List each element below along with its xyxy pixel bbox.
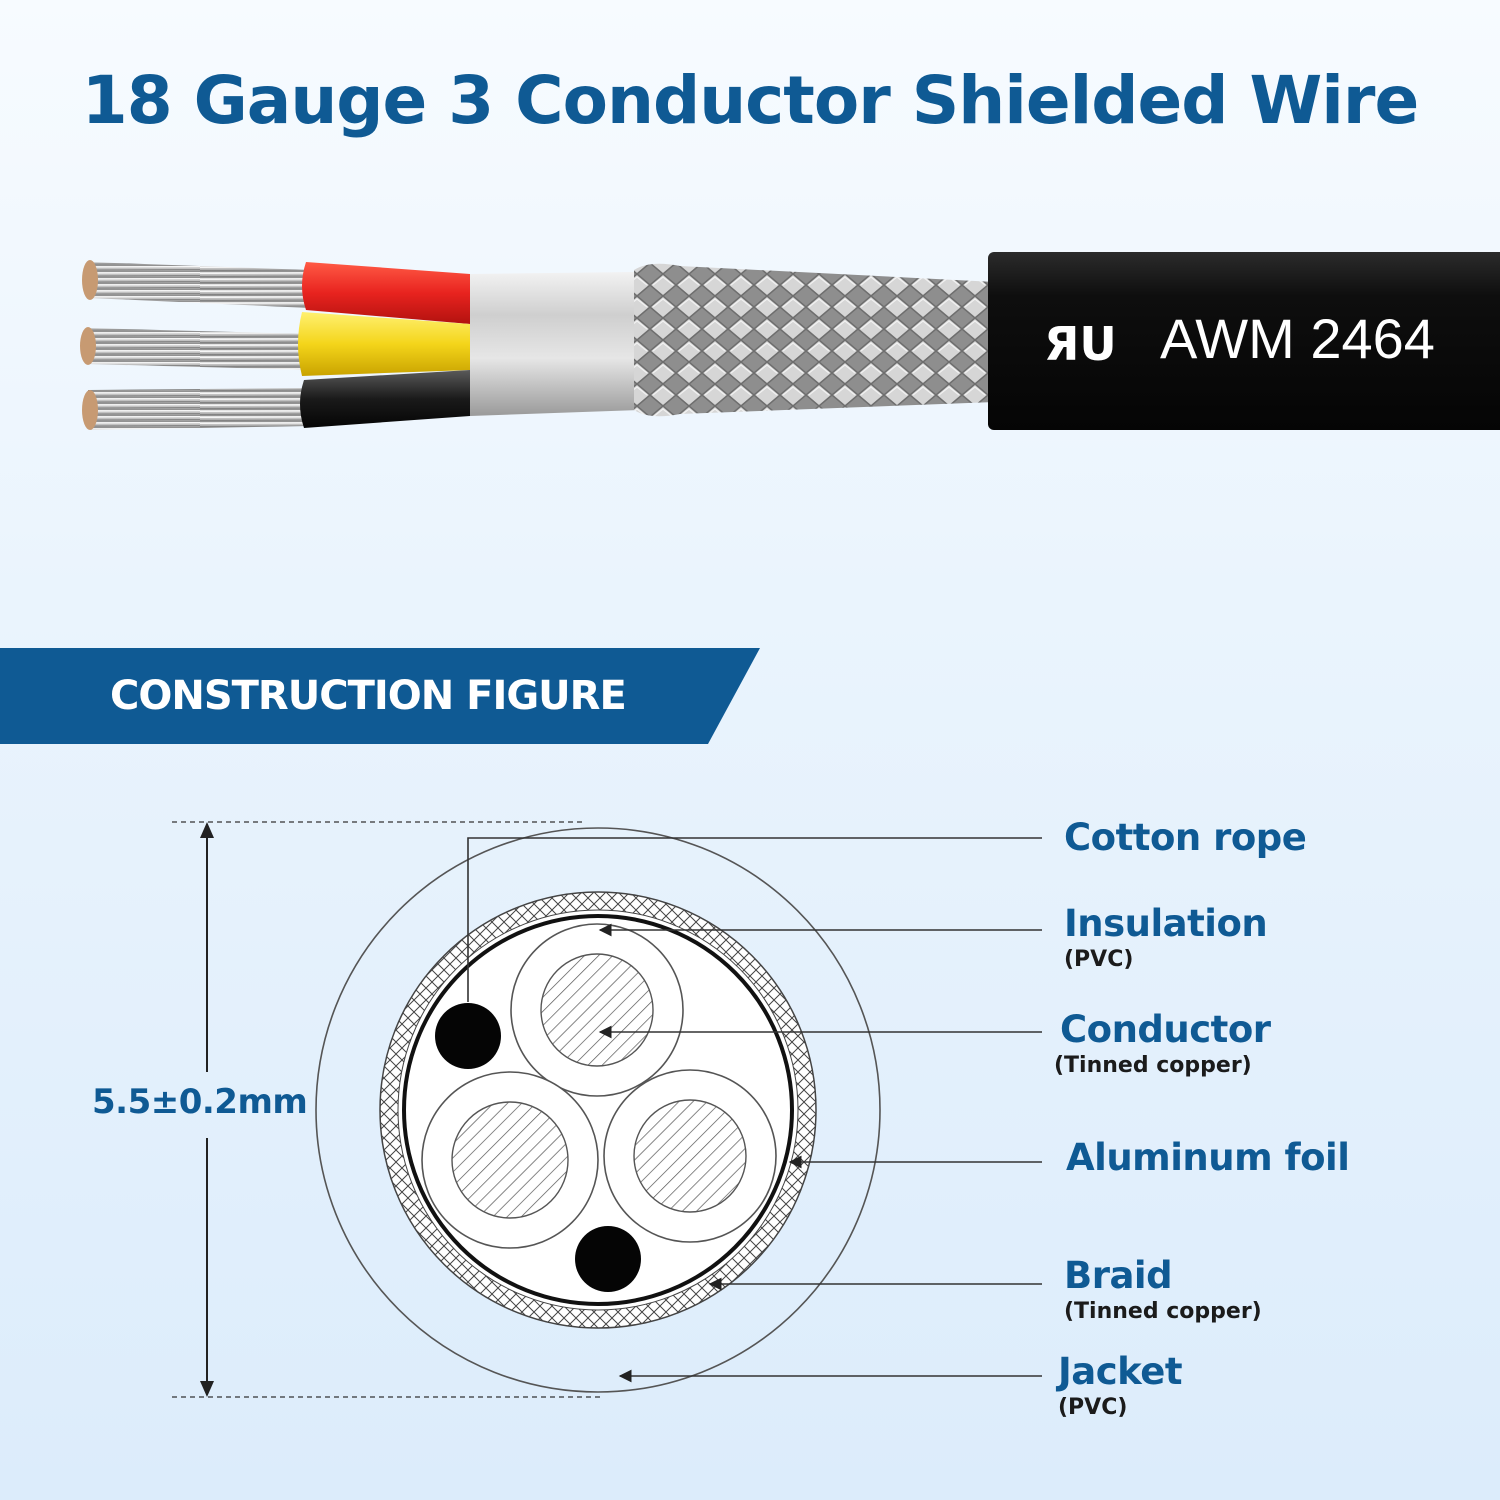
braid-section	[634, 263, 995, 417]
ul-logo: ЯU	[1044, 317, 1117, 371]
banner-label: CONSTRUCTION FIGURE	[110, 673, 627, 719]
foil-section	[470, 272, 640, 416]
callout-conductor: Conductor (Tinned copper)	[1054, 1008, 1271, 1080]
callout-sub: (Tinned copper)	[1054, 1053, 1252, 1078]
conductor-top	[510, 923, 684, 1097]
cable-illustration: ЯU AWM 2464	[80, 252, 1500, 430]
leader-lines	[467, 837, 1042, 1383]
callout-insulation: Insulation (PVC)	[1064, 902, 1268, 974]
page-title: 18 Gauge 3 Conductor Shielded Wire	[81, 62, 1419, 139]
callout-name: Jacket	[1058, 1350, 1183, 1393]
callout-sub: (Tinned copper)	[1064, 1299, 1262, 1324]
diameter-label: 5.5±0.2mm	[92, 1082, 308, 1122]
construction-diagram	[172, 821, 1042, 1398]
callout-sub: (PVC)	[1058, 1395, 1128, 1420]
jacket-section	[988, 252, 1500, 430]
callout-name: Aluminum foil	[1066, 1136, 1350, 1179]
callout-name: Braid	[1064, 1254, 1173, 1297]
callout-sub: (PVC)	[1064, 947, 1134, 972]
callout-name: Cotton rope	[1064, 816, 1307, 859]
banner-shape	[0, 648, 760, 744]
jacket-circle	[315, 827, 881, 1393]
cotton-rope-1	[435, 1003, 501, 1069]
callout-name: Insulation	[1064, 902, 1268, 945]
conductor-right	[603, 1069, 777, 1243]
awm-marking: AWM 2464	[1160, 307, 1435, 370]
callout-name: Conductor	[1060, 1008, 1271, 1051]
bare-strands	[80, 260, 310, 430]
insulated-conductors	[298, 262, 470, 428]
callout-aluminum-foil: Aluminum foil	[1066, 1136, 1350, 1180]
callout-braid: Braid (Tinned copper)	[1064, 1254, 1262, 1326]
callout-jacket: Jacket (PVC)	[1058, 1350, 1183, 1422]
conductor-left	[421, 1071, 599, 1249]
callout-cotton-rope: Cotton rope	[1064, 816, 1307, 860]
cotton-rope-2	[575, 1226, 641, 1292]
section-banner: CONSTRUCTION FIGURE	[0, 648, 760, 744]
